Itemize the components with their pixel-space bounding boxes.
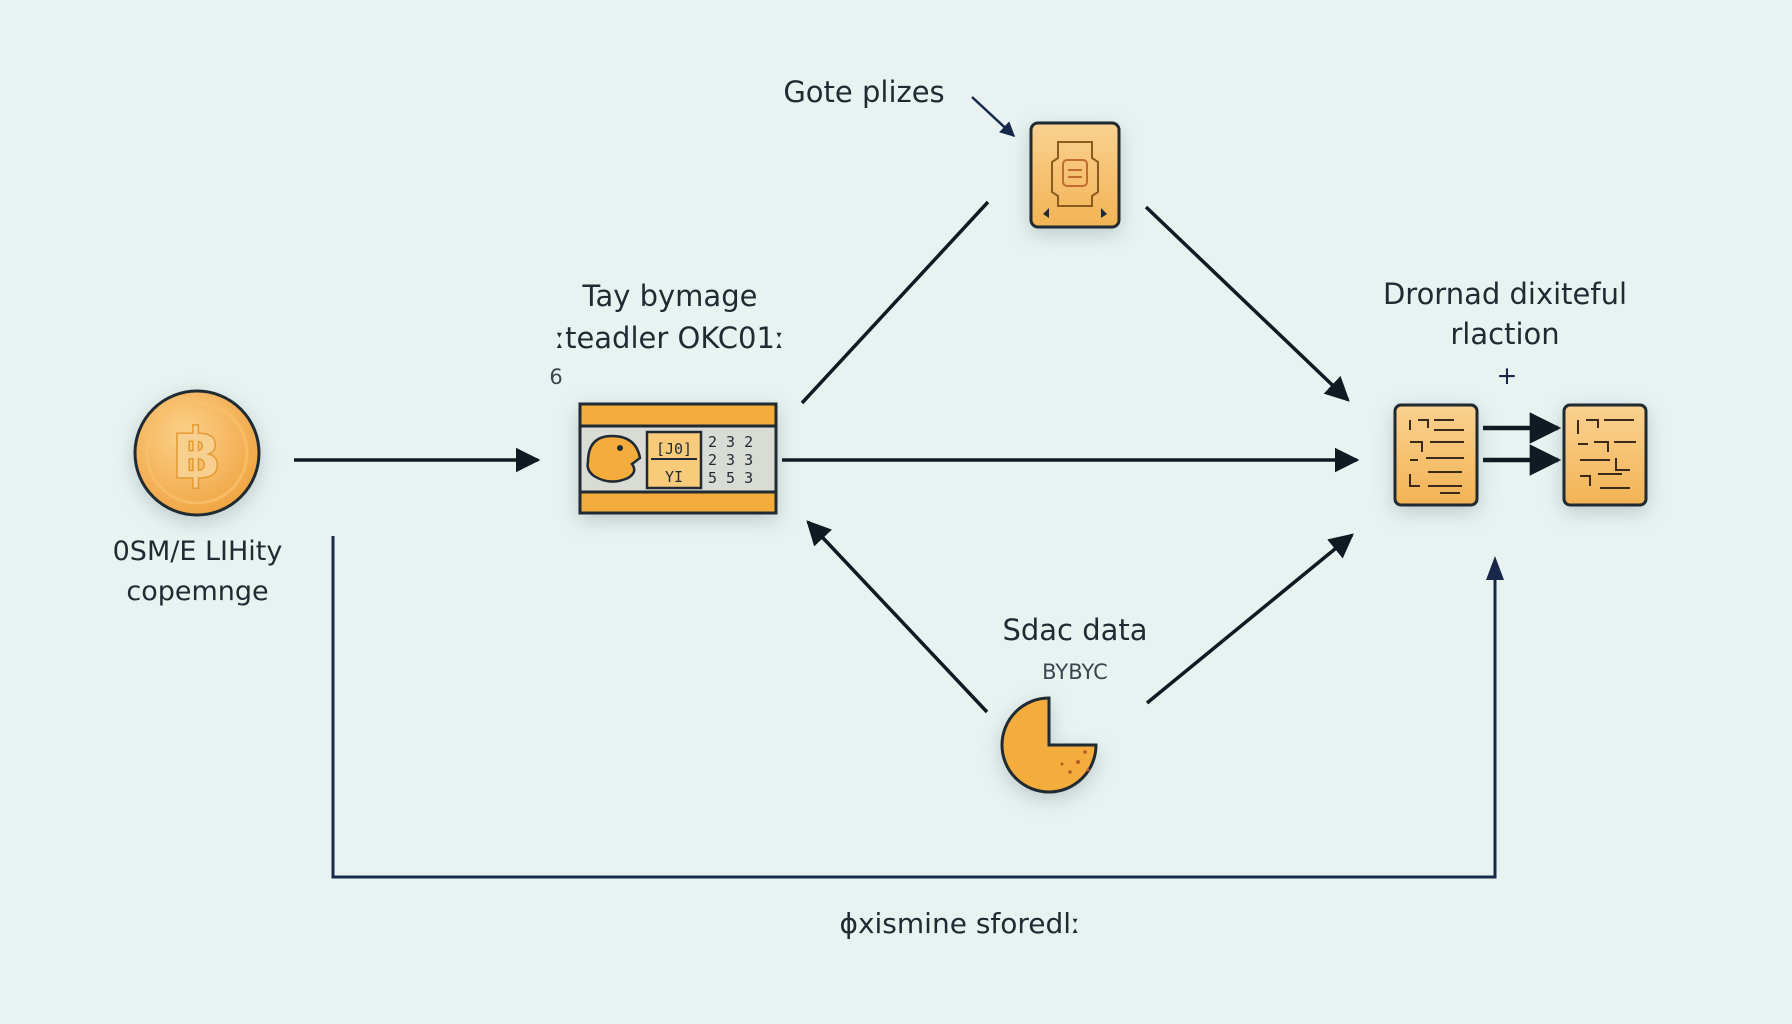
ledger-label-line2: rlaction bbox=[1450, 317, 1560, 351]
bitcoin-coin-icon: ฿ bbox=[133, 389, 261, 517]
svg-text:[J0]: [J0] bbox=[656, 440, 692, 458]
pie-chart-icon bbox=[1000, 696, 1098, 794]
feedback-loop-arrowhead bbox=[1486, 556, 1504, 580]
chip-label: Gote plizes bbox=[783, 75, 945, 109]
reader-title-line2: ːteadler OKC01ː bbox=[555, 321, 785, 355]
feedback-loop-line bbox=[331, 536, 1497, 879]
arrow-chip-to-ledger bbox=[1144, 205, 1350, 402]
feedback-loop-label: ɸxismine sforedlː bbox=[839, 907, 1081, 940]
ledger-block-icon bbox=[1393, 403, 1648, 507]
arrow-pie-to-ledger bbox=[1145, 533, 1354, 705]
arrow-label-to-chip bbox=[971, 96, 1016, 138]
svg-text:2 3 2: 2 3 2 bbox=[708, 433, 753, 451]
arrow-pie-to-reader bbox=[806, 520, 989, 714]
reader-title-line1: Tay bymage bbox=[582, 279, 758, 313]
svg-text:฿: ฿ bbox=[173, 413, 222, 495]
bitcoin-label-line2: copemnge bbox=[126, 576, 269, 607]
line-reader-to-chip bbox=[800, 200, 990, 405]
ledger-label-line1: Drornad dixiteful bbox=[1382, 277, 1628, 311]
bitcoin-label-line1: 0SM/E LIHity bbox=[112, 536, 283, 567]
chip-card-icon bbox=[1029, 121, 1121, 229]
card-reader-icon: [J0] YI 2 3 2 2 3 3 5 5 3 bbox=[578, 402, 778, 515]
svg-text:2 3 3: 2 3 3 bbox=[708, 451, 753, 469]
ledger-plus-sign: + bbox=[1496, 361, 1518, 390]
connectors bbox=[294, 200, 1562, 714]
svg-text:YI: YI bbox=[665, 468, 683, 486]
pie-subtitle: BYBYC bbox=[1042, 660, 1108, 684]
pie-title: Sdac data bbox=[1002, 613, 1148, 647]
svg-text:5 5 3: 5 5 3 bbox=[708, 469, 753, 487]
reader-note: 6 bbox=[549, 365, 563, 389]
